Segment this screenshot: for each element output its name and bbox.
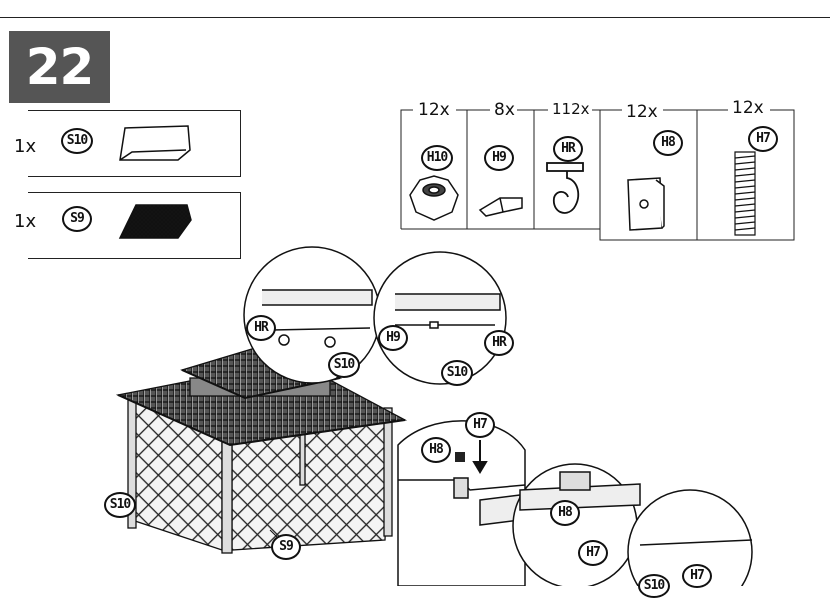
star-knob-icon — [409, 175, 459, 221]
hw-qty-h9: 8x — [492, 100, 517, 120]
hw-code-h8: H8 — [653, 130, 683, 156]
top-rule — [0, 17, 830, 18]
callout-h7-detail: H7 — [578, 540, 608, 566]
part-qty-s9: 1x — [14, 211, 37, 232]
hw-qty-h10: 12x — [416, 100, 452, 120]
callout-h7-top: H7 — [465, 412, 495, 438]
down-arrow-icon — [472, 440, 488, 474]
callout-hr-detail: HR — [484, 330, 514, 356]
hardware-table — [400, 109, 795, 241]
gazebo-drawing — [115, 344, 408, 554]
hw-code-h10: H10 — [421, 145, 453, 171]
bracket-small-icon — [455, 452, 465, 462]
callout-s10-left: S10 — [104, 492, 136, 518]
hw-code-h7: H7 — [748, 126, 778, 152]
callout-s9-bottom: S9 — [271, 534, 301, 560]
step-number: 22 — [9, 31, 110, 103]
detail-circle-mid — [397, 420, 526, 586]
callout-hr-top: HR — [246, 315, 276, 341]
hook-icon — [546, 162, 584, 214]
callout-h8-detail: H8 — [550, 500, 580, 526]
detail-circle-top-right — [373, 251, 507, 385]
part-code-s10: S10 — [61, 128, 93, 154]
callout-h7-bottom: H7 — [682, 564, 712, 588]
hw-qty-h7: 12x — [730, 98, 766, 118]
part-qty-s10: 1x — [14, 136, 37, 157]
hw-qty-h8: 12x — [624, 102, 660, 122]
callout-s10-bottom: S10 — [638, 574, 670, 598]
part-box-s9 — [28, 192, 241, 259]
part-code-s9: S9 — [62, 206, 92, 232]
spring-icon — [734, 151, 756, 236]
clip-icon — [478, 197, 523, 217]
callout-h9-detail: H9 — [378, 325, 408, 351]
callout-s10-top: S10 — [328, 352, 360, 378]
hw-code-hr: HR — [553, 136, 583, 162]
callout-h8-mid: H8 — [421, 437, 451, 463]
hw-code-h9: H9 — [484, 145, 514, 171]
callout-s10-detail: S10 — [441, 360, 473, 386]
mesh-panel-icon — [118, 204, 192, 239]
hw-qty-hr: 112x — [550, 100, 592, 118]
detail-circle-lower — [512, 463, 641, 586]
folded-panel-icon — [119, 125, 191, 161]
part-box-s10 — [28, 110, 241, 177]
bracket-icon — [627, 177, 665, 231]
detail-circle-bottom-right — [627, 489, 753, 586]
